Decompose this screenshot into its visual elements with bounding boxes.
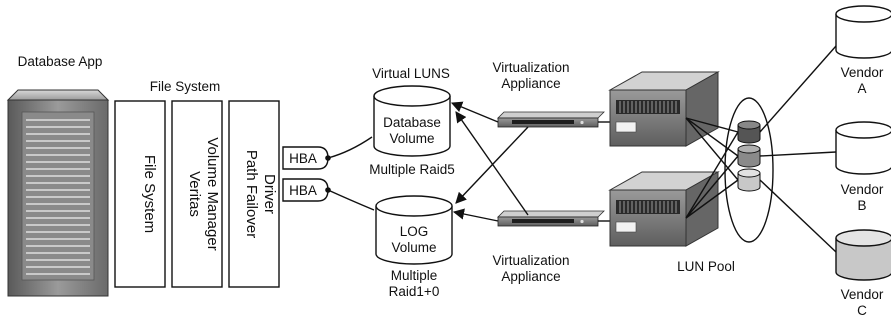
vendor-b-cylinder xyxy=(835,121,891,175)
volume-manager-box xyxy=(171,100,223,288)
lun-cylinder-medium xyxy=(737,144,761,168)
database-server xyxy=(6,89,110,297)
hba-to-database-volume-link xyxy=(327,136,373,159)
virtualization-appliance-bottom-label-line1: Virtualization xyxy=(492,253,569,268)
veritas-label-line1: Veritas xyxy=(186,171,203,217)
file-system-box-label: File System xyxy=(141,155,158,233)
veritas-label-line2: Volume Manager xyxy=(204,137,221,250)
arrow-top-appliance-to-database-volume xyxy=(450,101,499,123)
virtualization-appliance-top-label-line2: Appliance xyxy=(501,76,560,91)
lun-cylinder-dark xyxy=(737,120,761,144)
database-volume-label-line2: Volume xyxy=(389,131,434,146)
vendor-a-label-line1: Vendor xyxy=(841,65,884,80)
vendor-c-label-line1: Vendor xyxy=(841,287,884,302)
database-volume-cylinder xyxy=(373,85,451,157)
storage-array-top xyxy=(608,71,720,147)
path-failover-label-line1: Path Failover xyxy=(243,150,260,238)
virtualization-appliance-bottom-label-line2: Appliance xyxy=(501,269,560,284)
virtual-luns-label: Virtual LUNS xyxy=(372,66,450,81)
lun-pool-label: LUN Pool xyxy=(677,259,735,274)
arrow-top-appliance-to-log-volume xyxy=(455,126,529,204)
vendor-b-label-line1: Vendor xyxy=(841,182,884,197)
vendor-b-label-line2: B xyxy=(857,198,866,213)
lun-to-vendor-c-link xyxy=(759,179,837,253)
log-volume-label-line2: Volume xyxy=(391,240,436,255)
virtualization-appliance-bottom xyxy=(497,210,605,227)
storage-array-bottom xyxy=(608,171,720,247)
arrow-bottom-appliance-to-database-volume xyxy=(455,111,529,216)
multiple-raid5-label: Multiple Raid5 xyxy=(369,162,455,177)
vendor-a-label-line2: A xyxy=(857,81,866,96)
vendor-a-cylinder xyxy=(835,5,891,59)
hba-bottom-label: HBA xyxy=(289,183,317,198)
vendor-c-cylinder xyxy=(835,229,891,281)
log-volume-cylinder xyxy=(375,195,453,265)
database-app-label: Database App xyxy=(18,54,103,69)
virtualization-appliance-top-label-line1: Virtualization xyxy=(492,60,569,75)
arrow-bottom-appliance-to-log-volume xyxy=(452,208,499,222)
path-failover-box xyxy=(228,100,280,288)
lun-to-vendor-a-link xyxy=(759,45,837,133)
multiple-raid10-label-line2: Raid1+0 xyxy=(389,284,440,299)
log-volume-label-line1: LOG xyxy=(400,224,429,239)
lun-cylinder-light xyxy=(737,168,761,192)
hba-to-log-volume-link xyxy=(327,189,375,211)
multiple-raid10-label-line1: Multiple xyxy=(391,268,438,283)
hba-top-label: HBA xyxy=(289,151,317,166)
vendor-c-label-line2: C xyxy=(857,303,867,318)
database-volume-label-line1: Database xyxy=(383,115,441,130)
file-system-title: File System xyxy=(150,79,221,94)
lun-to-vendor-b-link xyxy=(759,151,837,157)
file-system-box xyxy=(114,100,166,288)
path-failover-label-line2: Driver xyxy=(261,174,278,214)
array-to-lun-links xyxy=(685,117,739,219)
virtualization-appliance-top xyxy=(497,111,605,128)
